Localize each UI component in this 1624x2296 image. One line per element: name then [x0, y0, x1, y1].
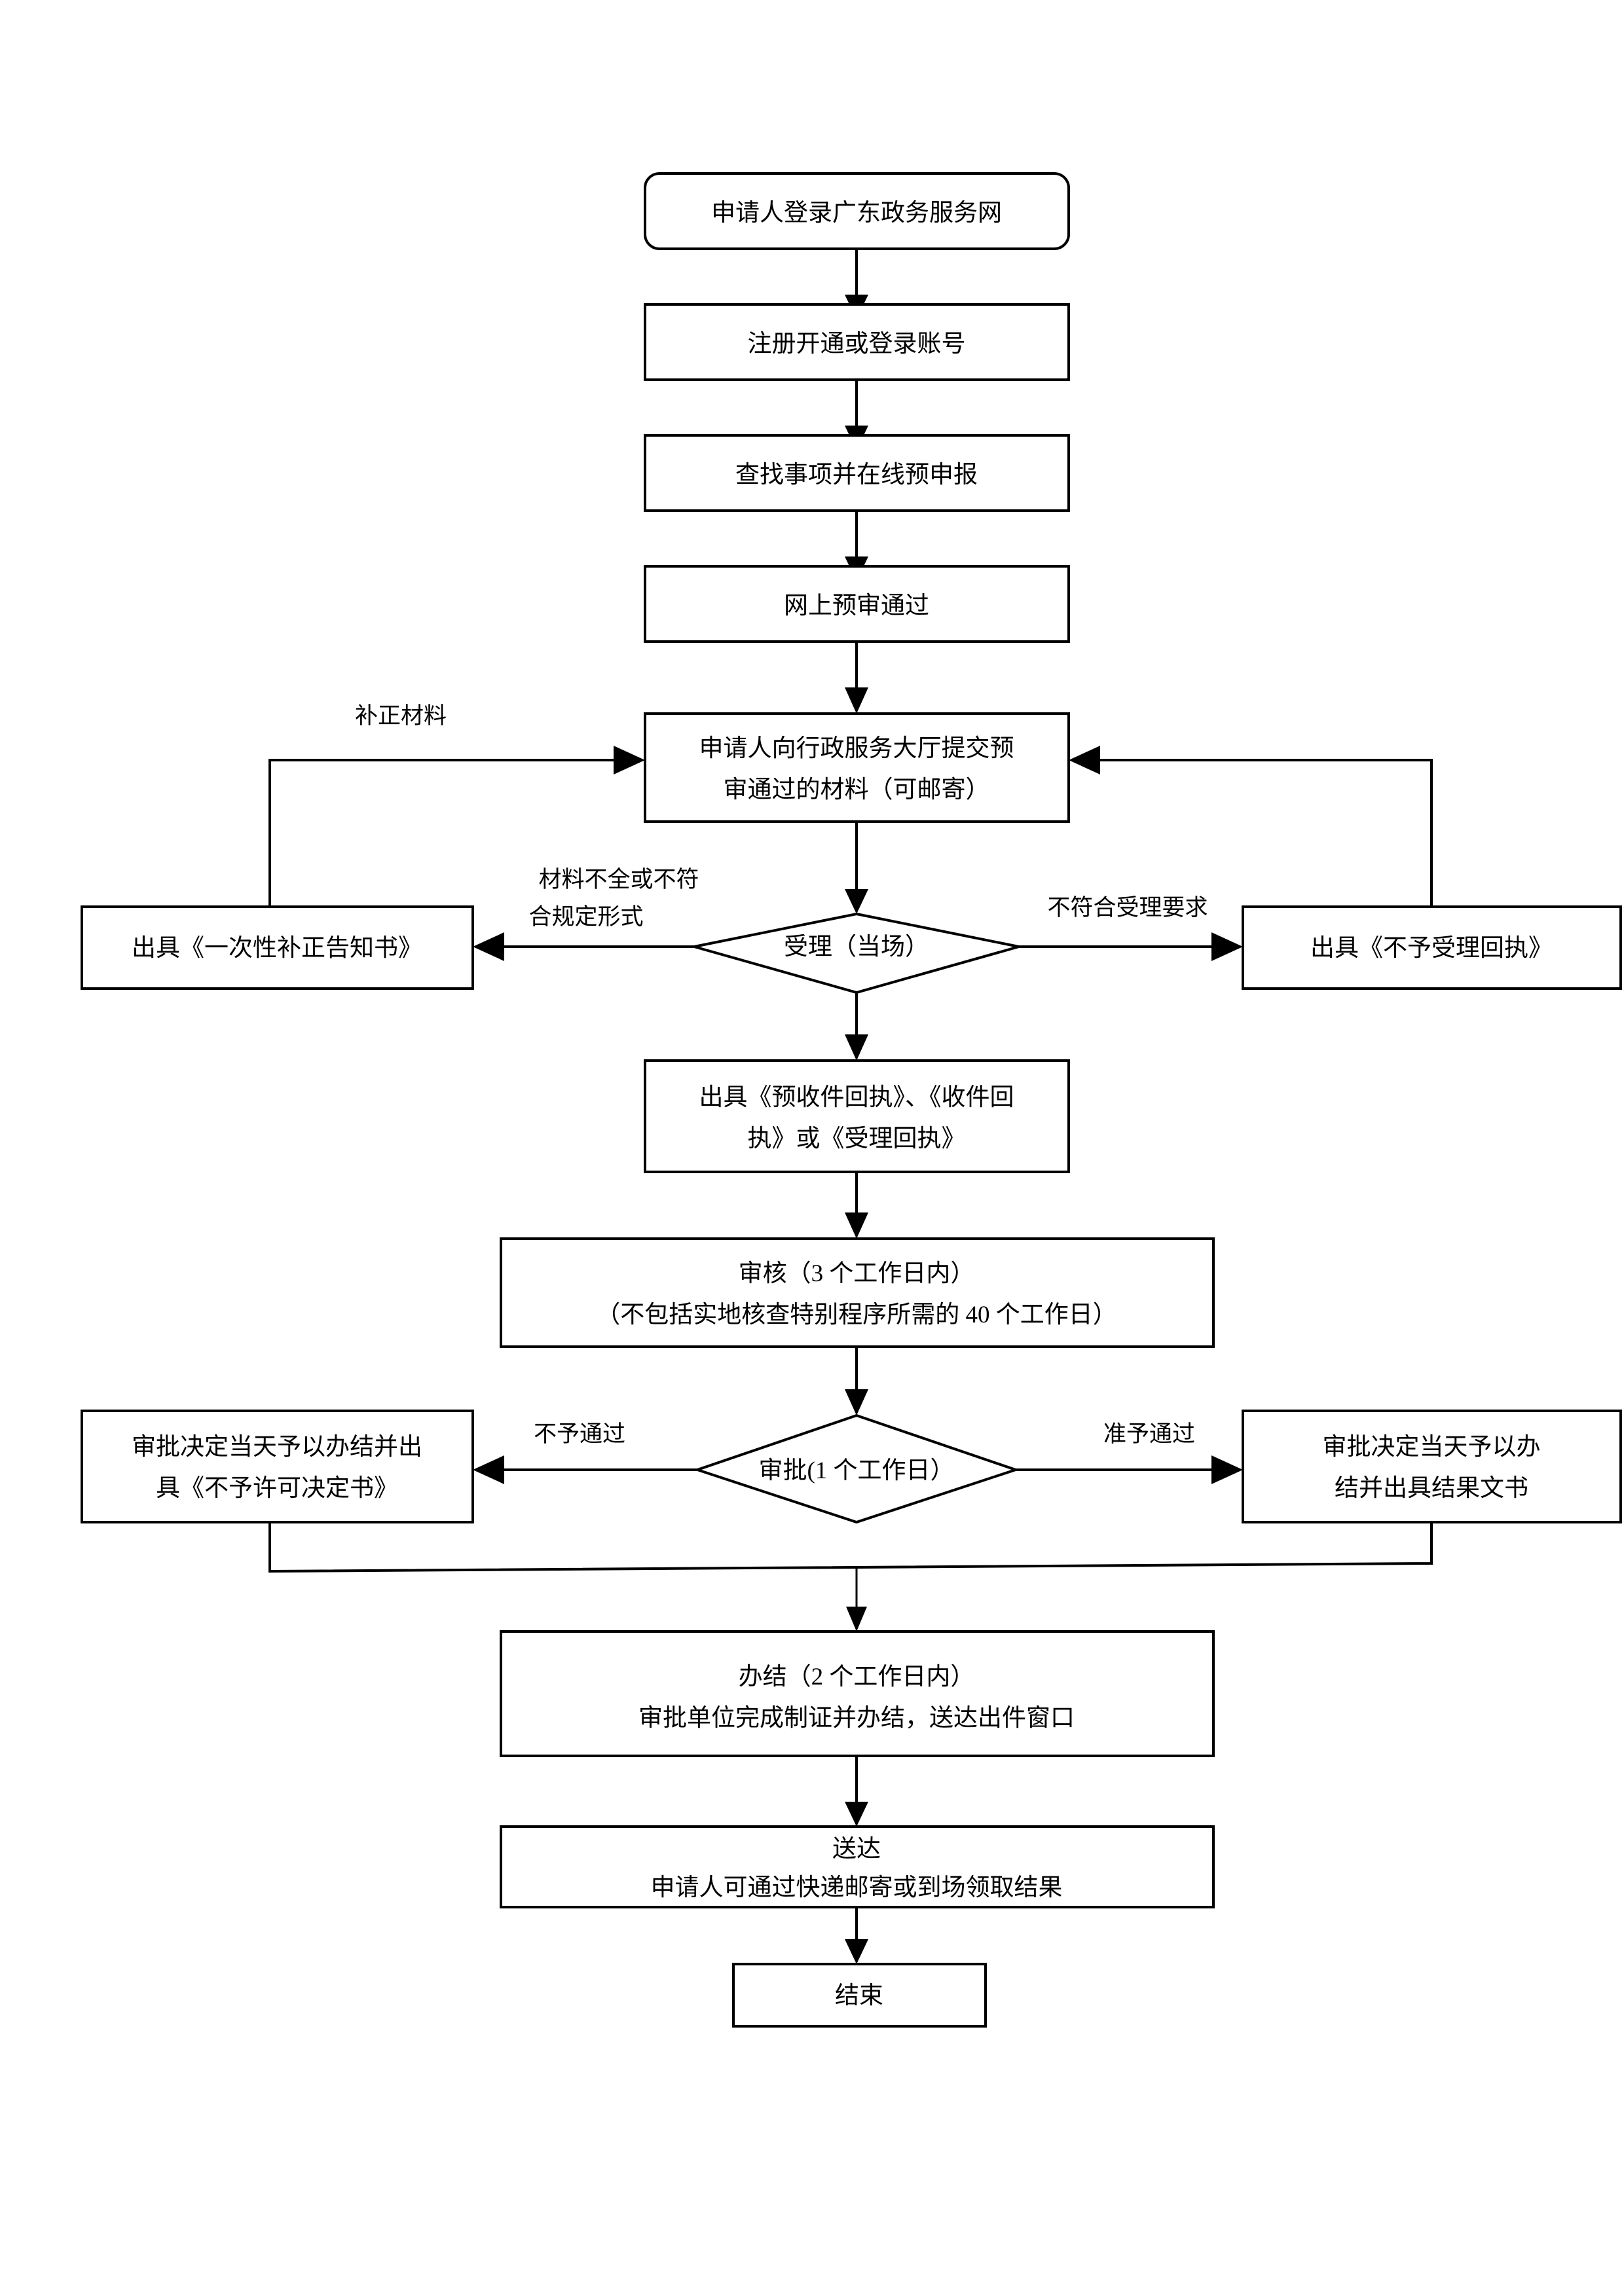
connector-decision-merge-to-finish	[268, 1522, 1433, 1631]
end-shape[interactable]	[732, 1963, 987, 2028]
node-submit-materials[interactable]: 申请人向行政服务大厅提交预 审通过的材料（可邮寄）	[644, 712, 1070, 823]
grant-decision-line1: 审批决定当天予以办	[1323, 1433, 1541, 1461]
edge-label-approval-right: 准予通过	[1103, 1421, 1195, 1447]
deny-decision-line1: 审批决定当天予以办结并出	[132, 1433, 422, 1461]
node-issue-receipt[interactable]: 出具《预收件回执》、《收件回 执》或《受理回执》	[644, 1059, 1070, 1173]
node-deliver[interactable]: 送达 申请人可通过快递邮寄或到场领取结果	[500, 1825, 1215, 1908]
node-review[interactable]: 审核（3 个工作日内） （不包括实地核查特别程序所需的 40 个工作日）	[500, 1237, 1215, 1348]
connector-reject-return-to-submit	[1069, 746, 1433, 907]
connector-accept-to-reject	[1019, 932, 1243, 961]
connector-accept-to-receipt	[845, 993, 868, 1061]
start-shape[interactable]	[644, 172, 1070, 250]
deliver-shape[interactable]	[500, 1825, 1215, 1908]
node-search-item[interactable]: 查找事项并在线预申报	[644, 434, 1070, 512]
review-shape[interactable]	[500, 1237, 1215, 1348]
approval-decision-label: 审批(1 个工作日）	[758, 1457, 954, 1484]
review-line1: 审核（3 个工作日内）	[739, 1260, 975, 1287]
node-start[interactable]: 申请人登录广东政务服务网	[644, 172, 1070, 250]
edge-label-approval-left: 不予通过	[534, 1421, 625, 1447]
complete-line2: 审批单位完成制证并办结，送达出件窗口	[638, 1704, 1075, 1732]
label-correction-return: 补正材料	[355, 703, 447, 729]
node-end[interactable]: 结束	[732, 1963, 987, 2028]
deliver-line2: 申请人可通过快递邮寄或到场领取结果	[651, 1874, 1063, 1901]
register-label: 注册开通或登录账号	[748, 330, 966, 357]
connector-review-to-approval	[845, 1347, 868, 1415]
edge-label-accept-left-line2: 合规定形式	[528, 904, 643, 930]
issue-receipt-line1: 出具《预收件回执》、《收件回	[699, 1084, 1014, 1111]
connector-accept-to-correction	[473, 932, 694, 961]
connector-deliver-to-end	[845, 1907, 868, 1964]
correction-notice-label: 出具《一次性补正告知书》	[132, 934, 422, 962]
label-accept-right: 不符合受理要求	[1047, 895, 1208, 920]
node-approval-decision[interactable]: 审批(1 个工作日）	[693, 1413, 1020, 1524]
end-label: 结束	[835, 1982, 883, 2009]
node-correction-notice[interactable]: 出具《一次性补正告知书》	[81, 905, 474, 990]
search-item-label: 查找事项并在线预申报	[735, 461, 978, 488]
start-label: 申请人登录广东政务服务网	[711, 199, 1002, 227]
label-approval-left: 不予通过	[534, 1421, 625, 1447]
edge-label-accept-right: 不符合受理要求	[1047, 895, 1208, 920]
connector-prereview-to-submit	[845, 642, 868, 714]
connector-submit-to-accept	[845, 822, 868, 914]
node-deny-decision[interactable]: 审批决定当天予以办结并出 具《不予许可决定书》	[81, 1410, 474, 1523]
review-line2: （不包括实地核查特别程序所需的 40 个工作日）	[596, 1301, 1117, 1328]
online-prereview-shape[interactable]	[644, 565, 1070, 643]
node-complete[interactable]: 办结（2 个工作日内） 审批单位完成制证并办结，送达出件窗口	[500, 1630, 1215, 1757]
grant-decision-shape[interactable]	[1242, 1410, 1622, 1523]
complete-shape[interactable]	[500, 1630, 1215, 1757]
edge-label-correction-return: 补正材料	[355, 703, 447, 729]
reject-receipt-shape[interactable]	[1242, 905, 1622, 990]
deny-decision-line2: 具《不予许可决定书》	[156, 1474, 398, 1502]
connector-correction-return-to-submit	[268, 746, 645, 907]
connector-approval-to-deny	[473, 1455, 697, 1484]
connector-approval-to-grant	[1016, 1455, 1243, 1484]
node-reject-receipt[interactable]: 出具《不予受理回执》	[1242, 905, 1622, 990]
node-register[interactable]: 注册开通或登录账号	[644, 303, 1070, 381]
issue-receipt-line2: 执》或《受理回执》	[748, 1125, 966, 1152]
reject-receipt-label: 出具《不予受理回执》	[1310, 934, 1553, 962]
submit-materials-shape[interactable]	[644, 712, 1070, 823]
edge-label-accept-left-line1: 材料不全或不符	[538, 867, 699, 892]
complete-line1: 办结（2 个工作日内）	[739, 1663, 975, 1690]
node-accept-decision[interactable]: 受理（当场）	[693, 912, 1020, 994]
accept-decision-label: 受理（当场）	[784, 933, 929, 960]
issue-receipt-shape[interactable]	[644, 1059, 1070, 1173]
connector-finish-to-deliver	[845, 1756, 868, 1827]
submit-materials-line2: 审通过的材料（可邮寄）	[724, 776, 990, 803]
deliver-line1: 送达	[832, 1836, 881, 1863]
deny-decision-shape[interactable]	[81, 1410, 474, 1523]
connector-receipt-to-review	[845, 1172, 868, 1239]
label-approval-right: 准予通过	[1103, 1421, 1195, 1447]
search-item-shape[interactable]	[644, 434, 1070, 512]
label-accept-left: 材料不全或不符 合规定形式	[528, 867, 699, 930]
submit-materials-line1: 申请人向行政服务大厅提交预	[699, 735, 1014, 762]
approval-decision-shape[interactable]	[693, 1413, 1020, 1524]
correction-notice-shape[interactable]	[81, 905, 474, 990]
register-shape[interactable]	[644, 303, 1070, 381]
node-online-prereview[interactable]: 网上预审通过	[644, 565, 1070, 643]
accept-decision-shape[interactable]	[693, 912, 1020, 994]
node-grant-decision[interactable]: 审批决定当天予以办 结并出具结果文书	[1242, 1410, 1622, 1523]
grant-decision-line2: 结并出具结果文书	[1335, 1474, 1528, 1502]
online-prereview-label: 网上预审通过	[784, 592, 929, 619]
